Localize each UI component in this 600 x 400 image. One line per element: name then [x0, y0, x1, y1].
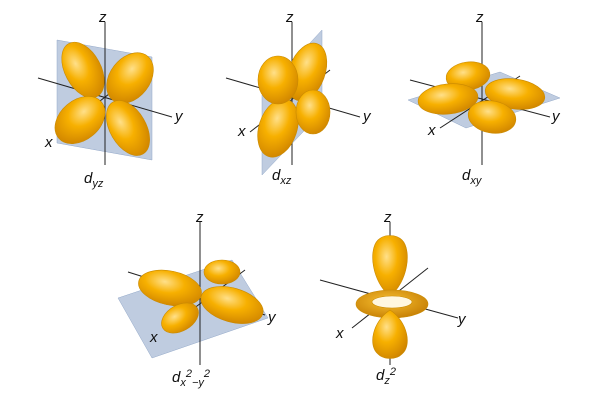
z-axis-label: z: [475, 9, 484, 26]
x-axis-label: x: [427, 122, 436, 139]
orbital-dyz: z y x dyz: [37, 9, 184, 190]
z-axis-label: z: [98, 9, 107, 26]
lobe-lower: [372, 309, 408, 359]
orbital-label: dz2: [376, 366, 396, 387]
x-axis-label: x: [44, 134, 53, 151]
lobe-right: [484, 78, 546, 110]
x-axis-label: x: [237, 123, 246, 140]
lobe-upper: [372, 235, 408, 297]
z-axis-label: z: [383, 209, 392, 226]
lobe-front: [467, 100, 517, 134]
orbital-label: dx2−y2: [172, 368, 210, 389]
y-axis: [409, 79, 551, 118]
lobe-left: [138, 269, 202, 307]
lobe-lower-right: [106, 100, 150, 156]
y-axis-label: y: [174, 108, 184, 125]
orbital-label: dxz: [272, 167, 292, 187]
z-axis-label: z: [285, 9, 294, 26]
x-axis-label: x: [335, 325, 344, 342]
orbital-dxz: z y x dxz: [225, 9, 372, 187]
orbital-dx2-y2: z y x dx2−y2: [117, 209, 277, 389]
lobe-lower-back: [295, 89, 331, 135]
orbital-dz2: z y x dz2: [319, 209, 467, 387]
z-axis-label: z: [195, 209, 204, 226]
torus-hole: [371, 295, 413, 309]
lobe-upper-right: [106, 52, 154, 104]
lobe-upper-front: [257, 55, 299, 105]
x-axis-label: x: [149, 329, 158, 346]
orbital-dxy: z y x dxy: [407, 9, 561, 187]
lobe-lower-left: [54, 96, 106, 144]
y-axis-label: y: [457, 311, 467, 328]
y-axis-label: y: [551, 108, 561, 125]
lobe-left: [417, 83, 479, 115]
lobe-right: [200, 286, 264, 324]
orbital-label: dxy: [462, 167, 483, 187]
lobe-back: [203, 259, 241, 285]
y-axis-label: y: [362, 108, 372, 125]
y-axis-label: y: [267, 309, 277, 326]
lobe-upper-left: [61, 41, 105, 99]
orbital-label: dyz: [84, 170, 104, 190]
lobe-front: [161, 302, 199, 334]
